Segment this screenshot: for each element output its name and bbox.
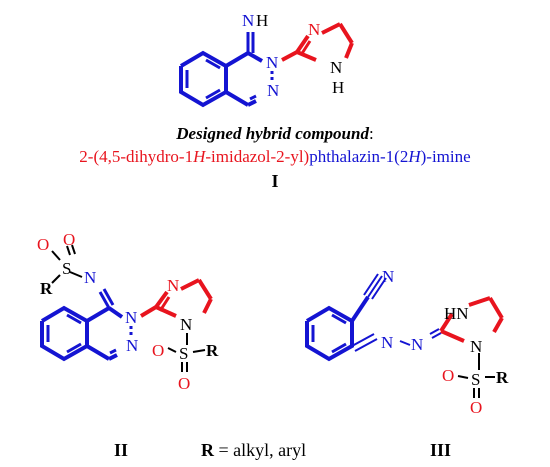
designed-caption-text: Designed hybrid compound bbox=[176, 124, 369, 143]
compound-name: 2-(4,5-dihydro-1H-imidazol-2-yl)phthalaz… bbox=[0, 147, 550, 167]
compound-III-nitrile bbox=[363, 273, 387, 300]
sulfonyl-S-III: S bbox=[471, 370, 480, 389]
designed-compound-caption: Designed hybrid compound: bbox=[0, 124, 550, 144]
sulfonyl-O1-III: O bbox=[442, 366, 454, 385]
bottom-labels: II III R = alkyl, aryl bbox=[114, 440, 451, 460]
compound-II-imidazoline-ring bbox=[139, 278, 213, 318]
imidazoline-N3-I: N bbox=[308, 20, 320, 39]
sulfonyl-S2-II: S bbox=[179, 344, 188, 363]
sulfonyl-S-II: S bbox=[62, 259, 71, 278]
name-blue-H: H bbox=[408, 147, 421, 166]
compound-II: O O S N R N N N N S R O O bbox=[37, 230, 219, 393]
N3-II: N bbox=[126, 336, 138, 355]
imine-N-I: N bbox=[242, 11, 254, 30]
compound-III-azine-chain bbox=[351, 328, 442, 352]
r-definition-R: R bbox=[201, 440, 215, 460]
N2-I: N bbox=[266, 53, 278, 72]
R1-II: R bbox=[40, 279, 53, 298]
compound-II-benzo-ring bbox=[40, 305, 89, 362]
name-red-part-2: -imidazol-2-yl) bbox=[205, 147, 310, 166]
imidazoline-H-I: H bbox=[332, 78, 344, 97]
imidazoline-N1-II: N bbox=[180, 315, 192, 334]
imine-H-I: H bbox=[256, 11, 268, 30]
compound-III: N N N HN N S R O O bbox=[305, 267, 509, 417]
azine-N1-III: N bbox=[381, 333, 393, 352]
sulfonyl-O3-II: O bbox=[152, 341, 164, 360]
r-definition: R = alkyl, aryl bbox=[201, 440, 306, 460]
compound-II-top-sulfonyl bbox=[51, 244, 83, 284]
name-blue-part-1: phthalazin-1(2 bbox=[309, 147, 409, 166]
compound-III-atoms: N N N HN N S R O O bbox=[381, 267, 509, 417]
compound-I: N H N N N N H bbox=[179, 11, 354, 108]
label-I: I bbox=[271, 171, 279, 191]
compound-I-benzo-ring bbox=[179, 50, 228, 108]
imidazoline-HN-III: HN bbox=[444, 304, 469, 323]
name-red-H: H bbox=[193, 147, 206, 166]
imine-N-II: N bbox=[84, 268, 96, 287]
compound-II-bottom-sulfonyl bbox=[167, 333, 206, 372]
compound-I-imidazoline-ring bbox=[281, 22, 354, 62]
name-blue-part-2: )-imine bbox=[420, 147, 471, 166]
nitrile-N-III: N bbox=[382, 267, 394, 286]
sulfonyl-O2-III: O bbox=[470, 398, 482, 417]
N2-II: N bbox=[125, 308, 137, 327]
N3-I: N bbox=[267, 81, 279, 100]
r-definition-text: = alkyl, aryl bbox=[214, 440, 306, 460]
imidazoline-N3-II: N bbox=[167, 276, 179, 295]
designed-caption-colon: : bbox=[368, 124, 374, 143]
label-II: II bbox=[114, 440, 128, 460]
compound-II-atoms: O O S N R N N N N S R O O bbox=[37, 230, 219, 393]
compound-I-atoms: N H N N N N H bbox=[242, 11, 344, 100]
compound-I-diazine-ring bbox=[224, 32, 274, 107]
imidazoline-NH-I: N bbox=[330, 58, 342, 77]
sulfonyl-O2-II: O bbox=[63, 230, 75, 249]
compound-III-sulfonyl bbox=[457, 353, 495, 398]
azine-N2-III: N bbox=[411, 335, 423, 354]
imidazoline-N1-III: N bbox=[470, 337, 482, 356]
compound-III-imidazoline-ring bbox=[439, 296, 504, 343]
sulfonyl-O1-II: O bbox=[37, 235, 49, 254]
R-III: R bbox=[496, 368, 509, 387]
R2-II: R bbox=[206, 341, 219, 360]
sulfonyl-O4-II: O bbox=[178, 374, 190, 393]
compound-II-diazine-ring bbox=[85, 288, 133, 361]
label-III: III bbox=[430, 440, 451, 460]
name-red-part-1: 2-(4,5-dihydro-1 bbox=[79, 147, 194, 166]
